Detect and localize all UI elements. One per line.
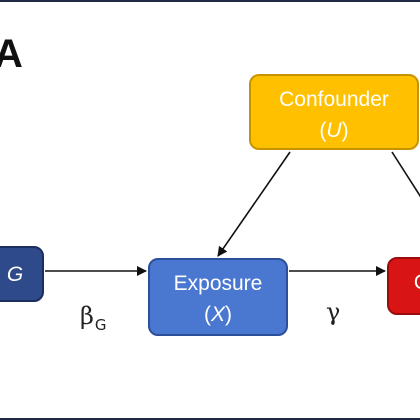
- outcome-name: O: [389, 267, 420, 298]
- confounder-name: Confounder: [279, 88, 389, 111]
- panel-label: A: [0, 32, 23, 77]
- arrow-confounder-to-exposure: [217, 151, 291, 257]
- exposure-variable: X: [210, 303, 225, 326]
- exposure-name: Exposure: [173, 272, 263, 295]
- gamma-symbol: γ: [326, 298, 341, 326]
- confounder-variable-line: (U): [251, 115, 417, 146]
- beta-subscript: G: [94, 316, 107, 334]
- beta-symbol: β: [80, 302, 94, 330]
- exposure-paren-open: (: [203, 303, 211, 326]
- confounder-node: Confounder (U): [249, 74, 419, 150]
- arrow-confounder-to-outcome: [391, 151, 420, 198]
- outcome-node: O: [387, 257, 420, 315]
- exposure-paren-close: ): [225, 303, 232, 326]
- confounder-paren-open: (: [319, 119, 327, 142]
- confounder-variable: U: [326, 119, 342, 142]
- beta-g-label: βG: [80, 302, 107, 334]
- exposure-node: Exposure (X): [148, 258, 288, 336]
- confounder-paren-close: ): [341, 119, 349, 142]
- exposure-variable-line: (X): [150, 299, 286, 330]
- instrument-variable: G: [6, 263, 24, 286]
- gamma-label: γ: [326, 298, 340, 326]
- instrument-node: G: [0, 246, 44, 302]
